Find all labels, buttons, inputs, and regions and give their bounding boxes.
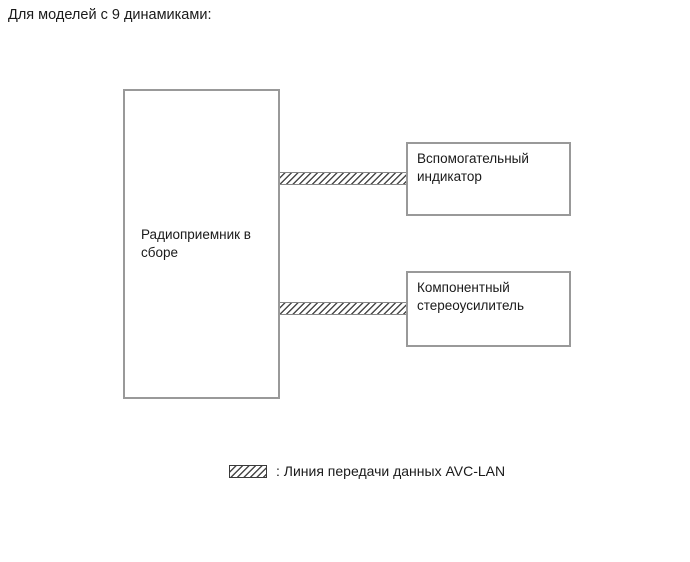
stereo-amplifier-box: Компонентный стереоусилитель [406,271,571,347]
avc-lan-line-top [279,172,407,185]
page-title: Для моделей с 9 динамиками: [8,7,212,23]
radio-receiver-label: Радиоприемник в сборе [141,227,251,260]
radio-receiver-box: Радиоприемник в сборе [123,89,280,399]
stereo-amplifier-label: Компонентный стереоусилитель [417,280,524,313]
auxiliary-indicator-label: Вспомогательный индикатор [417,151,529,184]
legend-label: : Линия передачи данных AVC-LAN [276,463,506,479]
auxiliary-indicator-box: Вспомогательный индикатор [406,142,571,216]
avc-lan-line-bottom [279,302,407,315]
avc-lan-hatch-swatch-icon [229,464,267,478]
legend: : Линия передачи данных AVC-LAN [229,463,505,479]
